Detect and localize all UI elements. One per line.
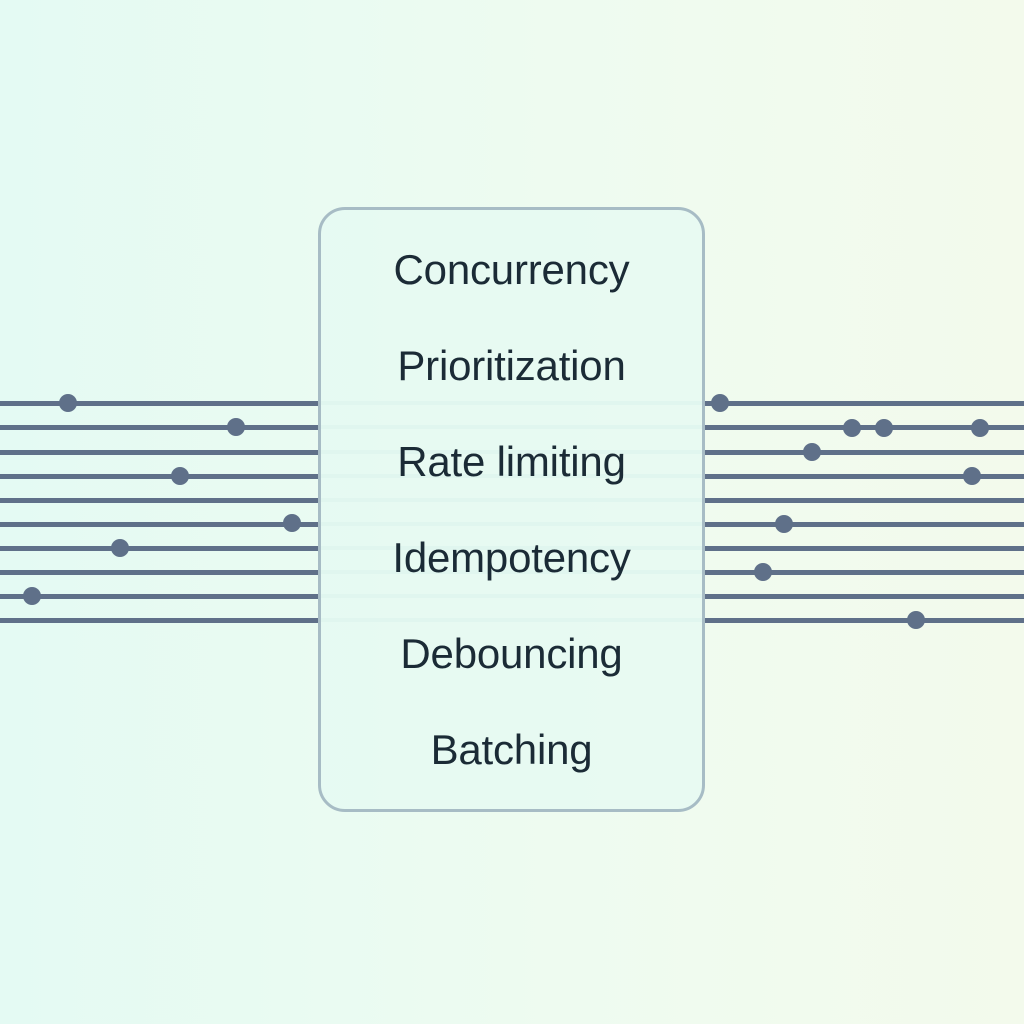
track-line-right-1 bbox=[705, 424, 1024, 430]
card-item-label: Prioritization bbox=[397, 341, 626, 389]
card-item-rate-limiting[interactable]: Rate limiting bbox=[321, 414, 702, 510]
card-item-debouncing[interactable]: Debouncing bbox=[321, 606, 702, 702]
track-line-left-0 bbox=[0, 400, 318, 406]
card-item-prioritization[interactable]: Prioritization bbox=[321, 318, 702, 414]
card-item-label: Batching bbox=[430, 725, 593, 773]
track-line-left-7 bbox=[0, 569, 318, 575]
track-dot-left-1[interactable] bbox=[227, 418, 245, 436]
track-line-left-5 bbox=[0, 521, 318, 527]
card-item-label: Concurrency bbox=[393, 245, 630, 293]
track-dot-right-1[interactable] bbox=[843, 419, 861, 437]
track-dot-left-5[interactable] bbox=[23, 587, 41, 605]
track-line-left-2 bbox=[0, 449, 318, 455]
track-line-right-2 bbox=[705, 449, 1024, 455]
track-dot-right-5[interactable] bbox=[963, 467, 981, 485]
concept-card: Concurrency Prioritization Rate limiting… bbox=[318, 207, 705, 812]
track-dot-right-2[interactable] bbox=[875, 419, 893, 437]
track-line-left-9 bbox=[0, 617, 318, 623]
track-line-left-8 bbox=[0, 593, 318, 599]
track-line-right-9 bbox=[705, 617, 1024, 623]
track-line-left-6 bbox=[0, 545, 318, 551]
track-line-left-1 bbox=[0, 424, 318, 430]
track-dot-right-0[interactable] bbox=[711, 394, 729, 412]
track-line-right-5 bbox=[705, 521, 1024, 527]
track-dot-right-8[interactable] bbox=[907, 611, 925, 629]
card-item-idempotency[interactable]: Idempotency bbox=[321, 510, 702, 606]
track-dot-right-7[interactable] bbox=[754, 563, 772, 581]
card-item-label: Debouncing bbox=[400, 629, 623, 677]
card-item-batching[interactable]: Batching bbox=[321, 702, 702, 798]
track-dot-left-3[interactable] bbox=[283, 514, 301, 532]
track-line-right-0 bbox=[705, 400, 1024, 406]
track-line-left-4 bbox=[0, 497, 318, 503]
track-line-right-6 bbox=[705, 545, 1024, 551]
track-line-right-8 bbox=[705, 593, 1024, 599]
card-item-concurrency[interactable]: Concurrency bbox=[321, 222, 702, 318]
track-line-right-3 bbox=[705, 473, 1024, 479]
track-dot-left-0[interactable] bbox=[59, 394, 77, 412]
track-dot-right-6[interactable] bbox=[775, 515, 793, 533]
track-line-left-3 bbox=[0, 473, 318, 479]
track-line-right-7 bbox=[705, 569, 1024, 575]
track-dot-right-3[interactable] bbox=[971, 419, 989, 437]
card-item-label: Idempotency bbox=[392, 533, 631, 581]
track-dot-left-2[interactable] bbox=[171, 467, 189, 485]
card-item-label: Rate limiting bbox=[397, 437, 626, 485]
track-dot-right-4[interactable] bbox=[803, 443, 821, 461]
track-dot-left-4[interactable] bbox=[111, 539, 129, 557]
track-line-right-4 bbox=[705, 497, 1024, 503]
